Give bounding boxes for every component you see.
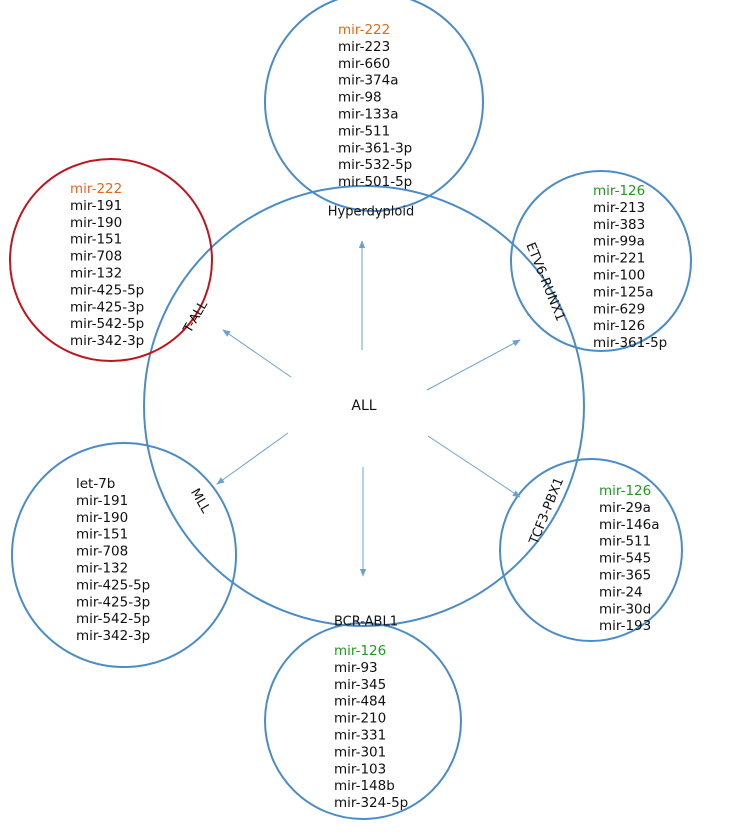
mirna-etv6-runx1-3: mir-99a	[593, 234, 645, 250]
mirna-hyperdiploid-7: mir-361-3p	[338, 140, 412, 156]
mirna-t-all-1: mir-191	[70, 198, 122, 214]
mirna-hyperdiploid-1: mir-223	[338, 39, 390, 55]
subtype-circle-hyperdiploid	[264, 0, 484, 212]
mirna-etv6-runx1-4: mir-221	[593, 251, 645, 267]
mirna-hyperdiploid-2: mir-660	[338, 56, 390, 72]
arrow-to-etv6-runx1	[426, 339, 521, 391]
mirna-tcf3-pbx1-5: mir-365	[599, 568, 651, 584]
all-circle	[143, 185, 585, 627]
mirna-mll-2: mir-190	[76, 510, 128, 526]
mirna-t-all-3: mir-151	[70, 232, 122, 248]
mirna-t-all-0: mir-222	[70, 181, 122, 197]
mirna-mll-7: mir-425-3p	[76, 594, 150, 610]
subtype-label-mll: MLL	[187, 486, 213, 516]
mirna-etv6-runx1-1: mir-213	[593, 200, 645, 216]
mirna-etv6-runx1-7: mir-629	[593, 301, 645, 317]
mirna-bcr-abl1-2: mir-345	[334, 677, 386, 693]
mirna-bcr-abl1-4: mir-210	[334, 711, 386, 727]
mirna-bcr-abl1-8: mir-148b	[334, 778, 395, 794]
subtype-circle-etv6-runx1	[510, 170, 692, 352]
mirna-etv6-runx1-2: mir-383	[593, 217, 645, 233]
subtype-label-t-all: T-ALL	[180, 298, 211, 337]
mirna-bcr-abl1-3: mir-484	[334, 694, 386, 710]
mirna-t-all-9: mir-342-3p	[70, 333, 144, 349]
mirna-mll-6: mir-425-5p	[76, 577, 150, 593]
mirna-etv6-runx1-5: mir-100	[593, 268, 645, 284]
mirna-etv6-runx1-0: mir-126	[593, 183, 645, 199]
mirna-hyperdiploid-5: mir-133a	[338, 107, 399, 123]
mirna-mll-4: mir-708	[76, 544, 128, 560]
mirna-hyperdiploid-4: mir-98	[338, 90, 382, 106]
mirna-t-all-6: mir-425-5p	[70, 282, 144, 298]
mirna-tcf3-pbx1-1: mir-29a	[599, 500, 651, 516]
mirna-mll-9: mir-342-3p	[76, 628, 150, 644]
mirna-bcr-abl1-0: mir-126	[334, 643, 386, 659]
mirna-mll-1: mir-191	[76, 493, 128, 509]
mirna-tcf3-pbx1-0: mir-126	[599, 483, 651, 499]
mirna-tcf3-pbx1-2: mir-146a	[599, 517, 660, 533]
mirna-t-all-4: mir-708	[70, 249, 122, 265]
subtype-label-tcf3-pbx1: TCF3-PBX1	[526, 475, 567, 547]
mirna-tcf3-pbx1-8: mir-193	[599, 618, 651, 634]
mirna-bcr-abl1-6: mir-301	[334, 744, 386, 760]
mirna-etv6-runx1-6: mir-125a	[593, 284, 654, 300]
mirna-hyperdiploid-8: mir-532-5p	[338, 157, 412, 173]
mirna-bcr-abl1-5: mir-331	[334, 728, 386, 744]
mirna-mll-0: let-7b	[76, 476, 115, 492]
mirna-tcf3-pbx1-3: mir-511	[599, 534, 651, 550]
mirna-hyperdiploid-0: mir-222	[338, 22, 390, 38]
mirna-mll-5: mir-132	[76, 561, 128, 577]
arrow-to-t-all	[222, 329, 292, 378]
subtype-circle-bcr-abl1	[264, 622, 462, 820]
mirna-t-all-8: mir-542-5p	[70, 316, 144, 332]
subtype-label-bcr-abl1: BCR-ABL1	[334, 615, 398, 630]
subtype-label-hyperdiploid: Hyperdyploid	[328, 205, 414, 220]
subtype-circle-t-all	[9, 158, 213, 362]
mirna-bcr-abl1-9: mir-324-5p	[334, 795, 408, 811]
mirna-hyperdiploid-6: mir-511	[338, 123, 390, 139]
mirna-etv6-runx1-8: mir-126	[593, 318, 645, 334]
mirna-t-all-7: mir-425-3p	[70, 299, 144, 315]
mirna-t-all-2: mir-190	[70, 215, 122, 231]
subtype-circle-tcf3-pbx1	[499, 458, 683, 642]
arrow-to-mll	[216, 432, 289, 485]
mirna-bcr-abl1-7: mir-103	[334, 761, 386, 777]
mirna-mll-3: mir-151	[76, 527, 128, 543]
mirna-mll-8: mir-542-5p	[76, 611, 150, 627]
mirna-tcf3-pbx1-4: mir-545	[599, 551, 651, 567]
mirna-hyperdiploid-9: mir-501-5p	[338, 174, 412, 190]
arrow-to-tcf3-pbx1	[427, 435, 521, 498]
center-label-all: ALL	[351, 398, 376, 414]
mirna-etv6-runx1-9: mir-361-5p	[593, 335, 667, 351]
mirna-tcf3-pbx1-7: mir-30d	[599, 601, 651, 617]
subtype-label-etv6-runx1: ETV6-RUNX1	[522, 240, 567, 323]
mirna-hyperdiploid-3: mir-374a	[338, 73, 399, 89]
mirna-tcf3-pbx1-6: mir-24	[599, 584, 643, 600]
mirna-bcr-abl1-1: mir-93	[334, 660, 378, 676]
mirna-t-all-5: mir-132	[70, 266, 122, 282]
subtype-circle-mll	[11, 442, 237, 668]
